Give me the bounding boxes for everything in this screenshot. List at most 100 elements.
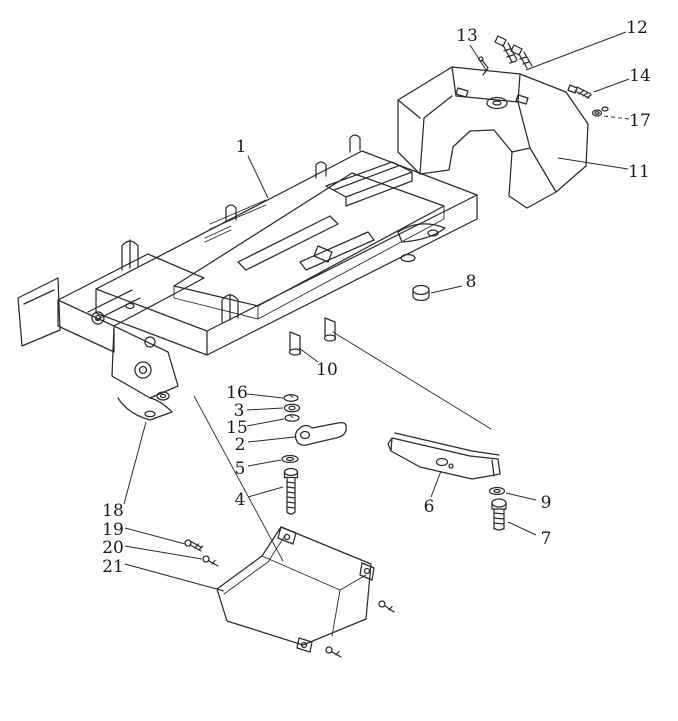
callout-5: 5 xyxy=(235,459,282,479)
screw-20 xyxy=(208,559,219,567)
washer-3-inner xyxy=(288,405,296,411)
leader-line-4 xyxy=(247,486,284,498)
leader-line-14 xyxy=(593,78,630,93)
support-boss-center xyxy=(138,365,148,375)
frame-oval-hole xyxy=(400,253,416,263)
part-number-20: 20 xyxy=(102,538,124,558)
frame-curved-arm xyxy=(397,223,446,243)
washer-9-inner xyxy=(493,488,501,494)
washer-5-inner xyxy=(285,456,295,462)
leader-line-18 xyxy=(123,421,147,505)
callout-21: 21 xyxy=(102,557,225,592)
leader-line-10 xyxy=(298,347,319,363)
screw-bottom xyxy=(331,650,342,658)
leader-line-3 xyxy=(246,407,284,411)
washer-17-inner xyxy=(594,111,600,115)
bolt-14-shape xyxy=(567,84,592,99)
leader-line-16 xyxy=(246,393,284,399)
callout-11: 11 xyxy=(557,157,650,182)
support-hole-c xyxy=(156,391,170,401)
part-number-16: 16 xyxy=(226,383,248,403)
left-support xyxy=(17,253,205,421)
bolt-14 xyxy=(567,84,592,99)
part-number-18: 18 xyxy=(102,501,124,521)
bracket-6-hole xyxy=(435,457,449,467)
bolt-4 xyxy=(283,467,299,515)
bracket-6 xyxy=(387,432,501,480)
callout-18: 18 xyxy=(102,421,147,521)
part-number-21: 21 xyxy=(102,557,124,577)
bolt-7-shaft xyxy=(491,502,507,531)
link-2 xyxy=(294,422,347,446)
washer-9 xyxy=(488,486,506,496)
leader-line-13 xyxy=(469,44,487,71)
link-2-hole xyxy=(299,430,311,440)
pin-13 xyxy=(481,59,489,76)
screw-19-head xyxy=(184,539,192,547)
callout-1: 1 xyxy=(236,137,269,199)
screw-bottom-head xyxy=(325,646,333,654)
part-number-4: 4 xyxy=(235,490,246,510)
support-foot-hole xyxy=(144,410,156,418)
main-frame xyxy=(95,134,478,356)
part-number-19: 19 xyxy=(102,520,124,540)
callout-4: 4 xyxy=(235,486,284,510)
screw-20-head xyxy=(202,555,210,563)
part-number-2: 2 xyxy=(235,435,246,455)
callout-15: 15 xyxy=(226,418,285,438)
guard-plate-tabs xyxy=(277,526,375,653)
leader-line-9 xyxy=(505,492,537,501)
part-number-15: 15 xyxy=(226,418,248,438)
part-number-6: 6 xyxy=(424,497,435,517)
leader-line-8 xyxy=(430,285,463,294)
support-hole-a2 xyxy=(94,314,102,322)
leader-line-12 xyxy=(525,31,627,71)
screw-right xyxy=(384,605,395,613)
leader-line-6 xyxy=(430,470,442,498)
leader-line-11 xyxy=(557,157,629,170)
hanger-a-foot xyxy=(288,348,302,356)
assembly-guide-lines xyxy=(193,331,492,562)
callout-9: 9 xyxy=(505,492,552,513)
leader-line-2 xyxy=(247,436,296,443)
plug-side xyxy=(412,289,430,302)
screw-right-head xyxy=(378,600,386,608)
support-hole-c2 xyxy=(159,393,167,399)
frame-rail-bars xyxy=(204,199,267,243)
support-boss xyxy=(134,361,152,379)
support-hole-a xyxy=(91,311,105,325)
part-number-5: 5 xyxy=(235,459,246,479)
callout-14: 14 xyxy=(593,66,651,93)
counterweight xyxy=(397,66,589,209)
washer-5-outer xyxy=(281,454,299,464)
callout-3: 3 xyxy=(234,401,284,421)
spring-washer-16 xyxy=(283,394,299,402)
callout-8: 8 xyxy=(430,272,476,294)
spring-washer-15 xyxy=(284,414,300,422)
washer-3 xyxy=(283,403,301,413)
counterweight-edges xyxy=(397,66,557,193)
link-2-outline xyxy=(294,422,347,446)
washer-17-outer xyxy=(591,109,603,117)
filler-cap xyxy=(486,96,508,110)
hanger-b-foot xyxy=(323,334,337,342)
bolt-4-shaft xyxy=(283,471,299,515)
leader-line-5 xyxy=(247,459,282,467)
part-number-7: 7 xyxy=(541,529,552,549)
leader-line-20 xyxy=(124,545,203,560)
washer-9-outer xyxy=(488,486,506,496)
part-number-17: 17 xyxy=(629,111,651,131)
leader-line-15 xyxy=(246,418,285,427)
frame-lugs xyxy=(121,134,361,323)
frame-top-box xyxy=(325,161,413,207)
leader-line-1 xyxy=(247,155,269,199)
leader-line-21 xyxy=(124,563,225,592)
part-number-9: 9 xyxy=(541,493,552,513)
part-number-10: 10 xyxy=(316,360,338,380)
frame-hangers-10 xyxy=(288,317,337,356)
bolt-12b xyxy=(510,44,533,69)
counterweight-slots xyxy=(455,87,529,105)
callout-16: 16 xyxy=(226,383,284,403)
